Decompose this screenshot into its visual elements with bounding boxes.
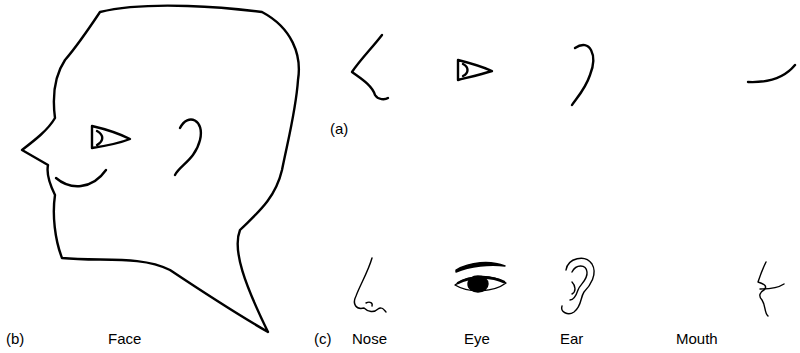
part-caption: Mouth (676, 330, 718, 348)
simple-eye (458, 60, 492, 80)
simple-ear (572, 45, 593, 105)
realistic-ear (562, 258, 594, 313)
part-caption: Eye (464, 330, 490, 348)
face-ear (175, 119, 201, 175)
panel-letter: (b) (6, 330, 24, 348)
face-mouth (56, 170, 106, 186)
simple-nose (352, 35, 388, 99)
head-outline (22, 6, 299, 332)
part-caption: Face (108, 330, 141, 348)
realistic-nose (354, 258, 386, 312)
realistic-eye (455, 263, 506, 292)
part-caption: Nose (352, 330, 387, 348)
simple-mouth (748, 65, 795, 82)
panel-letter: (c) (314, 330, 332, 348)
part-caption: Ear (560, 330, 583, 348)
realistic-mouth (758, 262, 784, 316)
panel-letter: (a) (330, 120, 348, 138)
face-eye (92, 126, 130, 148)
